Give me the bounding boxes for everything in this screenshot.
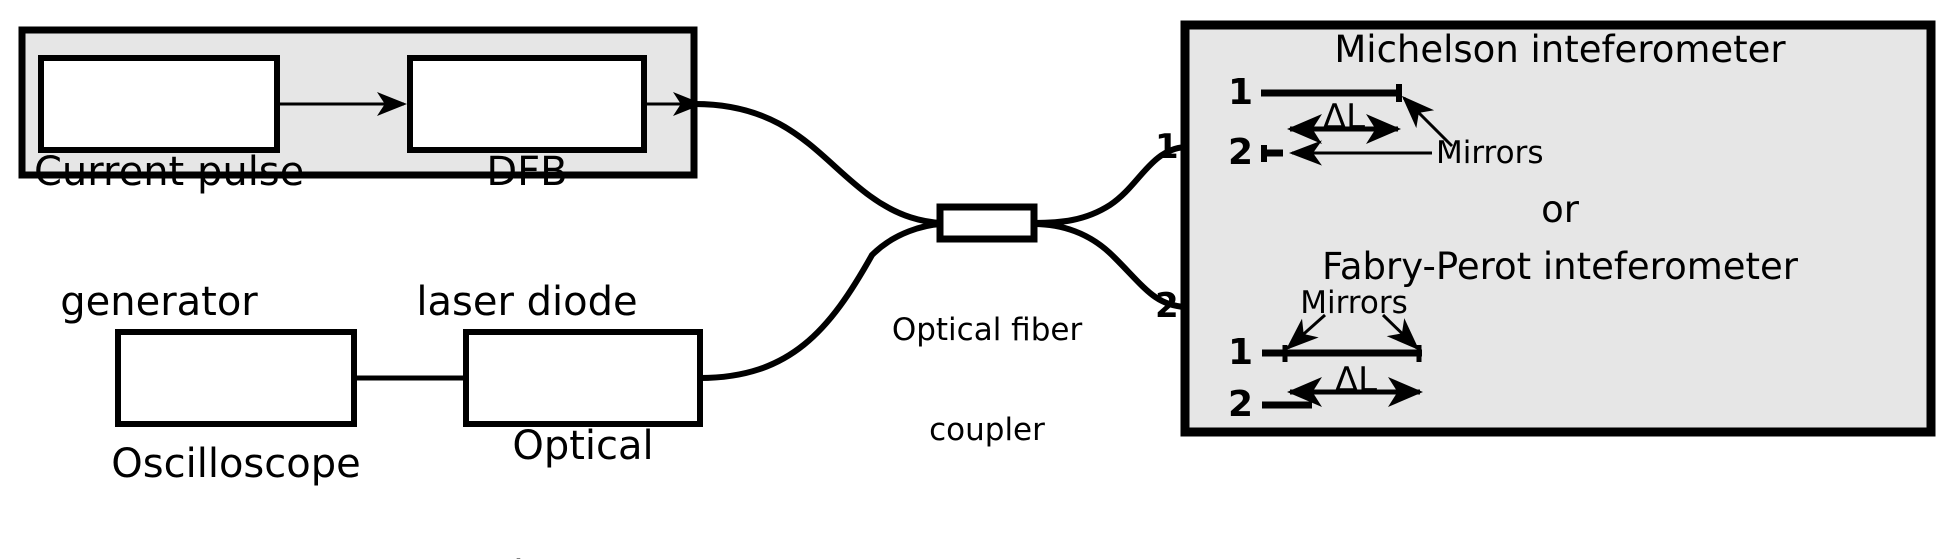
dfb-laser-diode-label-line1: DFB <box>486 149 568 196</box>
current-pulse-generator-label: Current pulse generator <box>34 65 305 411</box>
oscilloscope-box <box>115 329 357 427</box>
dfb-laser-diode-label-line2: laser diode <box>416 278 638 325</box>
fabry-perot-delta-l-label: ΔL <box>1334 360 1378 400</box>
optical-detector-label: Optical detector <box>453 339 713 559</box>
fabry-perot-arm1-number: 1 <box>1228 332 1254 373</box>
coupler-port-1-label: 1 <box>1155 127 1179 167</box>
optical-fiber-coupler-label-line1: Optical fiber <box>891 311 1083 348</box>
fiber-detector-to-coupler <box>697 221 944 381</box>
optical-fiber-coupler-label-line2: coupler <box>929 412 1045 449</box>
optical-detector-label-line2: detector <box>453 554 713 559</box>
current-pulse-generator-label-line1: Current pulse <box>34 149 305 196</box>
optical-fiber-coupler-body <box>936 203 1038 243</box>
michelson-delta-l-label: ΔL <box>1322 97 1366 137</box>
michelson-mirror-leader-upper <box>1401 95 1454 148</box>
optical-fiber-coupler-label: Optical fiber coupler <box>837 247 1137 515</box>
michelson-mirrors-label: Mirrors <box>1436 135 1544 171</box>
michelson-arm2-number: 2 <box>1228 132 1254 173</box>
optical-detector-box <box>463 329 703 427</box>
optical-detector-label-line1: Optical <box>512 423 654 470</box>
current-pulse-generator-box <box>38 55 280 153</box>
fiber-coupler-to-port1 <box>1031 144 1188 226</box>
fiber-laser-to-coupler <box>692 101 944 226</box>
fabry-perot-arm2-number: 2 <box>1228 384 1254 425</box>
fabry-perot-title: Fabry-Perot inteferometer <box>1321 245 1799 288</box>
fabryperot-mirror-leader-right <box>1381 313 1420 351</box>
or-separator-label: or <box>1541 188 1579 231</box>
oscilloscope-label-line1: Oscilloscope <box>111 441 361 488</box>
coupler-port-2-label: 2 <box>1155 286 1179 326</box>
michelson-arm1-number: 1 <box>1228 72 1254 113</box>
dfb-laser-diode-label: DFB laser diode <box>402 65 652 411</box>
fabryperot-mirror-leader-left <box>1285 313 1326 350</box>
dfb-laser-diode-box <box>407 55 647 153</box>
current-pulse-generator-label-line2: generator <box>60 278 258 325</box>
oscilloscope-label: Oscilloscope <box>106 357 366 559</box>
michelson-title: Michelson inteferometer <box>1334 28 1786 71</box>
fiber-coupler-to-port2 <box>1031 221 1188 310</box>
fabry-perot-mirrors-label: Mirrors <box>1300 285 1408 321</box>
